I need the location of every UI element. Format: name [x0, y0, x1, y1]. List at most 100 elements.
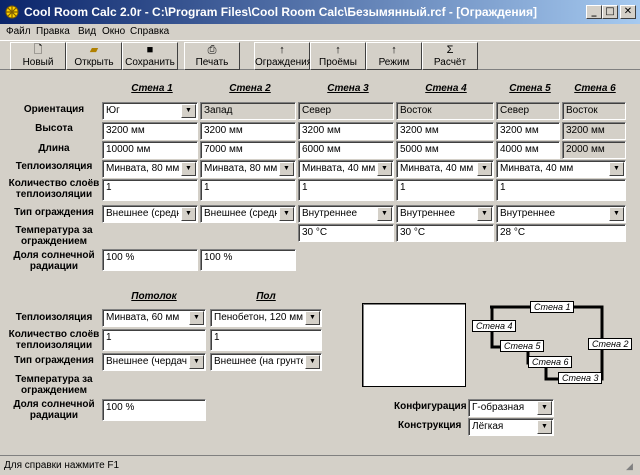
wall-1-insulation-select[interactable]: Минвата, 80 мм ▼: [102, 160, 198, 178]
dropdown-arrow-icon[interactable]: ▼: [305, 311, 320, 325]
label-length: Длина: [38, 143, 70, 154]
label-cf-solar: Доля солнечной радиации: [13, 399, 95, 421]
config-select[interactable]: Г-образная ▼: [468, 399, 554, 417]
new-button[interactable]: 🗋 Новый: [10, 42, 66, 70]
arrow-up-icon: ↑: [391, 44, 397, 56]
calc-button[interactable]: Σ Расчёт: [422, 42, 478, 70]
dropdown-arrow-icon[interactable]: ▼: [609, 207, 624, 221]
wall-5-layers-input[interactable]: 1: [496, 179, 626, 201]
wall-6-header: Стена 6: [574, 83, 616, 94]
save-button[interactable]: ■ Сохранить: [122, 42, 178, 70]
label-cf-type: Тип ограждения: [14, 355, 94, 366]
wall-3-length-input[interactable]: 6000 мм: [298, 141, 394, 159]
walls-button[interactable]: ↑ Ограждения: [254, 42, 313, 70]
wall-4-height-input[interactable]: 3200 мм: [396, 122, 494, 140]
mode-button[interactable]: ↑ Режим: [366, 42, 422, 70]
label-type: Тип ограждения: [14, 207, 94, 218]
wall-5-type-select[interactable]: Внутреннее ▼: [496, 205, 626, 223]
dropdown-arrow-icon[interactable]: ▼: [377, 162, 392, 176]
wall-5-length-input[interactable]: 4000 мм: [496, 141, 560, 159]
dropdown-arrow-icon[interactable]: ▼: [477, 207, 492, 221]
wall-1-length-input[interactable]: 10000 мм: [102, 141, 198, 159]
maximize-button[interactable]: □: [602, 5, 618, 19]
print-button[interactable]: ⎙ Печать: [184, 42, 240, 70]
resize-grip-icon[interactable]: ◢: [626, 461, 633, 471]
menu-window[interactable]: Окно: [102, 26, 126, 37]
dropdown-arrow-icon[interactable]: ▼: [477, 162, 492, 176]
ceiling-insulation-select[interactable]: Минвата, 60 мм ▼: [102, 309, 206, 327]
wall-3-insulation-select[interactable]: Минвата, 40 мм ▼: [298, 160, 394, 178]
label-cf-temp: Температура за ограждением: [15, 374, 93, 396]
wall-4-insulation-select[interactable]: Минвата, 40 мм ▼: [396, 160, 494, 178]
wall-3-layers-input[interactable]: 1: [298, 179, 394, 201]
ceiling-type-select[interactable]: Внешнее (чердачное) ▼: [102, 353, 206, 371]
diagram-label-wall-2: Стена 2: [588, 338, 633, 350]
wall-5-insulation-select[interactable]: Минвата, 40 мм ▼: [496, 160, 626, 178]
wall-5-height-input[interactable]: 3200 мм: [496, 122, 560, 140]
wall-2-layers-input[interactable]: 1: [200, 179, 296, 201]
label-layers: Количество слоёв теплоизоляции: [8, 178, 100, 200]
open-button[interactable]: ▰ Открыть: [66, 42, 122, 70]
menu-file[interactable]: Файл: [6, 26, 31, 37]
menu-edit[interactable]: Правка: [36, 26, 70, 37]
wall-2-height-input[interactable]: 3200 мм: [200, 122, 296, 140]
wall-4-type-select[interactable]: Внутреннее ▼: [396, 205, 494, 223]
dropdown-arrow-icon[interactable]: ▼: [279, 207, 294, 221]
wall-1-orientation-select[interactable]: Юг ▼: [102, 102, 198, 120]
wall-4-length-input[interactable]: 5000 мм: [396, 141, 494, 159]
dropdown-arrow-icon[interactable]: ▼: [377, 207, 392, 221]
wall-1-solar-input[interactable]: 100 %: [102, 249, 198, 271]
wall-1-layers-input[interactable]: 1: [102, 179, 198, 201]
menu-view[interactable]: Вид: [78, 26, 97, 37]
label-insulation: Теплоизоляция: [15, 161, 93, 172]
dropdown-arrow-icon[interactable]: ▼: [279, 162, 294, 176]
wall-3-orientation-value: Север: [298, 102, 394, 120]
wall-5-orientation-value: Север: [496, 102, 560, 120]
wall-2-solar-input[interactable]: 100 %: [200, 249, 296, 271]
printer-icon: ⎙: [207, 44, 217, 56]
label-cf-insulation: Теплоизоляция: [15, 312, 93, 323]
ceiling-layers-input[interactable]: 1: [102, 329, 206, 351]
dropdown-arrow-icon[interactable]: ▼: [537, 401, 552, 415]
dropdown-arrow-icon[interactable]: ▼: [305, 355, 320, 369]
wall-1-type-select[interactable]: Внешнее (среднее) ▼: [102, 205, 198, 223]
floor-type-select[interactable]: Внешнее (на грунте) ▼: [210, 353, 322, 371]
dropdown-arrow-icon[interactable]: ▼: [537, 420, 552, 434]
dropdown-arrow-icon[interactable]: ▼: [181, 207, 196, 221]
wall-5-temp-input[interactable]: 28 °C: [496, 224, 626, 242]
close-button[interactable]: ✕: [620, 5, 636, 19]
wall-6-height-value: 3200 мм: [562, 122, 626, 140]
menu-help[interactable]: Справка: [130, 26, 170, 37]
dropdown-arrow-icon[interactable]: ▼: [609, 162, 624, 176]
wall-6-length-value: 2000 мм: [562, 141, 626, 159]
wall-1-height-input[interactable]: 3200 мм: [102, 122, 198, 140]
open-folder-icon: ▰: [89, 44, 99, 56]
label-cf-layers: Количество слоёв теплоизоляции: [8, 329, 100, 351]
config-label: Конфигурация: [394, 401, 467, 412]
wall-3-type-select[interactable]: Внутреннее ▼: [298, 205, 394, 223]
floor-insulation-select[interactable]: Пенобетон, 120 мм ▼: [210, 309, 322, 327]
construction-select[interactable]: Лёгкая ▼: [468, 418, 554, 436]
room-preview-box: [362, 303, 466, 387]
dropdown-arrow-icon[interactable]: ▼: [181, 104, 196, 118]
floor-layers-input[interactable]: 1: [210, 329, 322, 351]
dropdown-arrow-icon[interactable]: ▼: [189, 355, 204, 369]
minimize-button[interactable]: _: [586, 5, 602, 19]
wall-2-type-select[interactable]: Внешнее (среднее) ▼: [200, 205, 296, 223]
arrow-up-icon: ↑: [279, 44, 285, 56]
dropdown-arrow-icon[interactable]: ▼: [181, 162, 196, 176]
title-bar[interactable]: Cool Room Calc 2.0r - C:\Program Files\C…: [0, 0, 640, 24]
wall-2-insulation-select[interactable]: Минвата, 80 мм ▼: [200, 160, 296, 178]
openings-button[interactable]: ↑ Проёмы: [310, 42, 366, 70]
ceiling-solar-input[interactable]: 100 %: [102, 399, 206, 421]
wall-3-temp-input[interactable]: 30 °C: [298, 224, 394, 242]
wall-4-layers-input[interactable]: 1: [396, 179, 494, 201]
arrow-up-icon: ↑: [335, 44, 341, 56]
label-orientation: Ориентация: [23, 104, 85, 115]
wall-4-temp-input[interactable]: 30 °C: [396, 224, 494, 242]
wall-3-height-input[interactable]: 3200 мм: [298, 122, 394, 140]
window-title: Cool Room Calc 2.0r - C:\Program Files\C…: [24, 5, 537, 19]
dropdown-arrow-icon[interactable]: ▼: [189, 311, 204, 325]
wall-2-length-input[interactable]: 7000 мм: [200, 141, 296, 159]
